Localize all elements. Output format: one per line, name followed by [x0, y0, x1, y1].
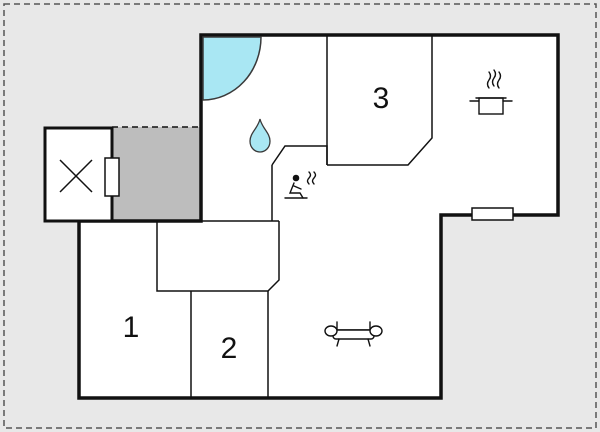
room-label-1: 1	[123, 311, 140, 344]
floor-outline	[77, 33, 560, 400]
sauna-icon	[284, 171, 317, 199]
crossed-box-icon	[59, 159, 93, 193]
plan-border	[3, 3, 597, 429]
window-icon	[471, 207, 514, 221]
water-drop-icon	[249, 118, 271, 153]
cooking-pot-icon	[469, 69, 513, 115]
storage-room	[43, 126, 120, 223]
interior-walls	[156, 35, 433, 398]
room-label-3: 3	[373, 82, 390, 115]
sofa-icon	[324, 321, 383, 347]
window-icon	[104, 157, 120, 197]
room-label-2: 2	[221, 332, 238, 365]
whirlpool-icon	[202, 36, 262, 101]
terrace	[111, 126, 203, 222]
